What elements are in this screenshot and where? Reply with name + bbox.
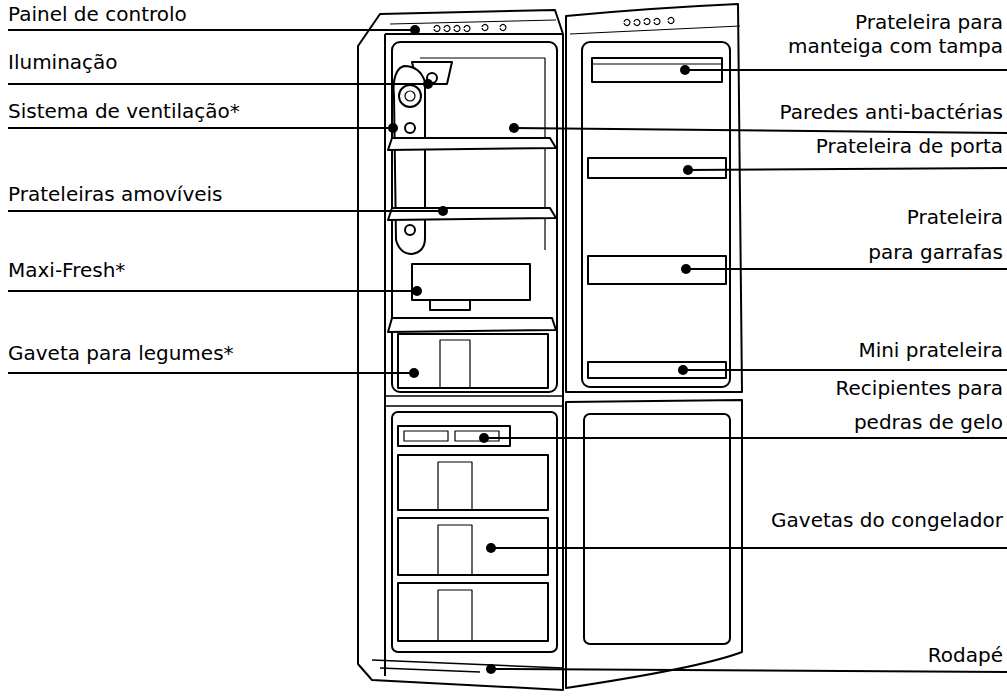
drawer-handle — [438, 525, 472, 575]
leader-dot — [410, 25, 420, 35]
fan-duct — [394, 66, 425, 254]
leader-line — [8, 127, 393, 129]
part-label: Prateleira para garrafas — [861, 200, 1003, 270]
leader-dot — [486, 543, 496, 553]
freezer-drawer — [398, 455, 548, 510]
part-label: Painel de controlo — [8, 2, 187, 26]
ice-tray — [404, 431, 448, 441]
leader-dot — [479, 433, 489, 443]
leader-dot — [486, 664, 496, 674]
fridge-door — [566, 4, 742, 392]
leader-line — [491, 547, 1007, 549]
door-liner — [582, 42, 730, 387]
leader-line — [8, 210, 443, 212]
vegetable-drawer — [398, 334, 548, 388]
back-wall — [420, 58, 545, 250]
vent-hole — [405, 123, 415, 133]
leader-line — [491, 669, 1007, 672]
shelf — [388, 138, 556, 150]
glass-shelf — [388, 318, 556, 332]
leader-line — [685, 69, 1007, 71]
control-panel — [390, 20, 556, 24]
freezer-drawer — [398, 583, 548, 641]
part-label: Prateleira para manteiga com tampa — [775, 10, 1003, 58]
cabinet-edge — [384, 34, 386, 676]
leader-line — [686, 268, 1007, 270]
leader-dot — [678, 365, 688, 375]
part-label: Iluminação — [8, 50, 118, 74]
leader-dot — [438, 206, 448, 216]
butter-lid — [592, 63, 722, 64]
freezer-door-liner — [584, 414, 730, 644]
maxi-fresh-handle — [430, 300, 470, 310]
leader-line — [683, 369, 1007, 371]
part-label: Prateleira de porta — [816, 134, 1003, 158]
part-label: Mini prateleira — [858, 338, 1003, 362]
part-label: Maxi-Fresh* — [8, 258, 125, 282]
part-label: Gaveta para legumes* — [8, 341, 234, 365]
leader-dot — [681, 264, 691, 274]
part-label: Gavetas do congelador — [771, 508, 1003, 532]
leader-line — [484, 437, 1007, 439]
part-label: Paredes anti-bactérias — [780, 100, 1003, 124]
ice-tray-frame — [398, 426, 510, 446]
vent-hole — [405, 225, 415, 235]
compartment-divider — [385, 396, 563, 406]
leader-dot — [409, 368, 419, 378]
leader-dot — [412, 286, 422, 296]
leader-dot — [680, 65, 690, 75]
drawer-handle — [438, 462, 472, 510]
cabinet-outline — [358, 10, 563, 690]
maxi-fresh-box — [412, 264, 530, 300]
part-label: Sistema de ventilação* — [8, 99, 240, 123]
leader-dot — [423, 79, 433, 89]
fan-hub — [405, 91, 415, 101]
drawer-handle — [438, 590, 472, 641]
shelf — [388, 208, 556, 220]
leader-line — [688, 168, 1007, 170]
leader-line — [8, 372, 414, 374]
control-dial — [624, 18, 674, 26]
leader-line — [514, 128, 1007, 133]
freezer-liner — [392, 412, 557, 652]
door-shelf — [588, 158, 726, 178]
leader-dot — [509, 123, 519, 133]
freezer-drawer — [398, 518, 548, 575]
leader-line — [8, 29, 415, 31]
part-label: Recipientes para pedras de gelo — [823, 371, 1003, 439]
leader-line — [8, 290, 417, 292]
fan — [399, 85, 421, 107]
ice-tray — [455, 431, 499, 441]
leader-dot — [683, 165, 693, 175]
freezer-door — [566, 400, 742, 688]
drawer-handle — [440, 340, 470, 388]
leader-line — [8, 83, 428, 85]
door-panel — [570, 26, 740, 34]
control-dial — [434, 25, 506, 32]
part-label: Prateleiras amovíveis — [8, 182, 223, 206]
leader-dot — [388, 123, 398, 133]
part-label: Rodapé — [928, 643, 1003, 667]
